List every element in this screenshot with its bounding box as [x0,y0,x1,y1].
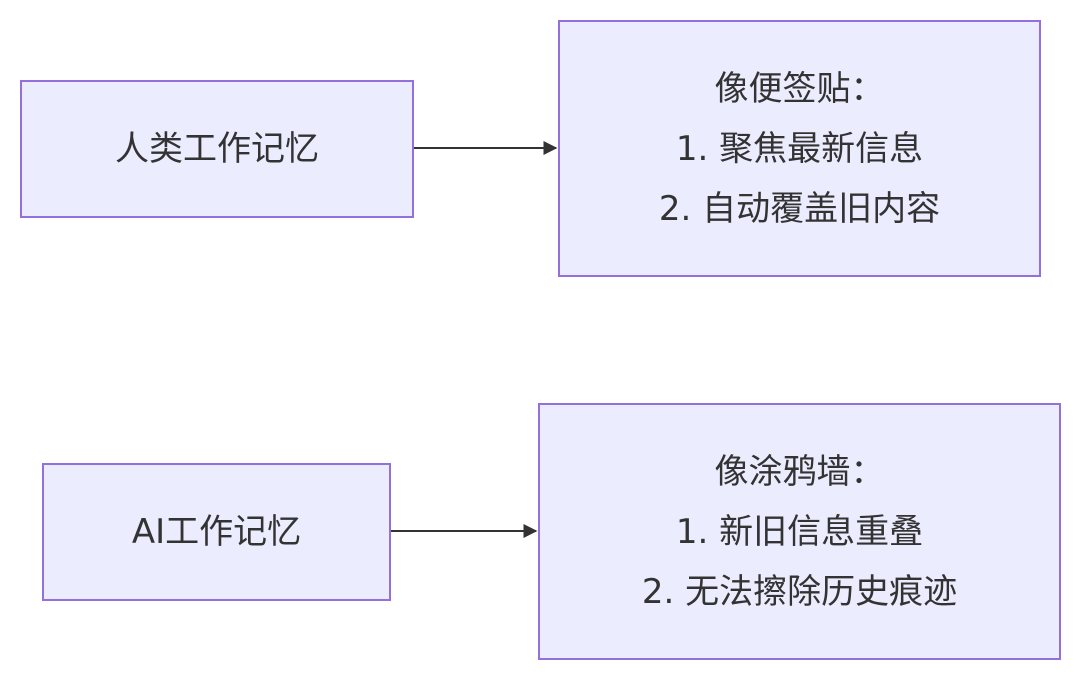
node-line: 像便签贴： [714,68,885,109]
node-human-working-memory: 人类工作记忆 [20,80,414,218]
node-graffiti-wall-description: 像涂鸦墙： 1. 新旧信息重叠 2. 无法擦除历史痕迹 [538,403,1061,660]
node-line: 1. 聚焦最新信息 [675,128,924,169]
node-label: 人类工作记忆 [115,129,319,169]
node-line: 2. 自动覆盖旧内容 [658,188,941,229]
node-line: 像涂鸦墙： [714,451,885,492]
node-sticky-note-description: 像便签贴： 1. 聚焦最新信息 2. 自动覆盖旧内容 [558,20,1041,277]
node-line: 1. 新旧信息重叠 [675,511,924,552]
node-ai-working-memory: AI工作记忆 [42,463,391,601]
node-label: AI工作记忆 [131,512,302,552]
node-line: 2. 无法擦除历史痕迹 [641,571,958,612]
